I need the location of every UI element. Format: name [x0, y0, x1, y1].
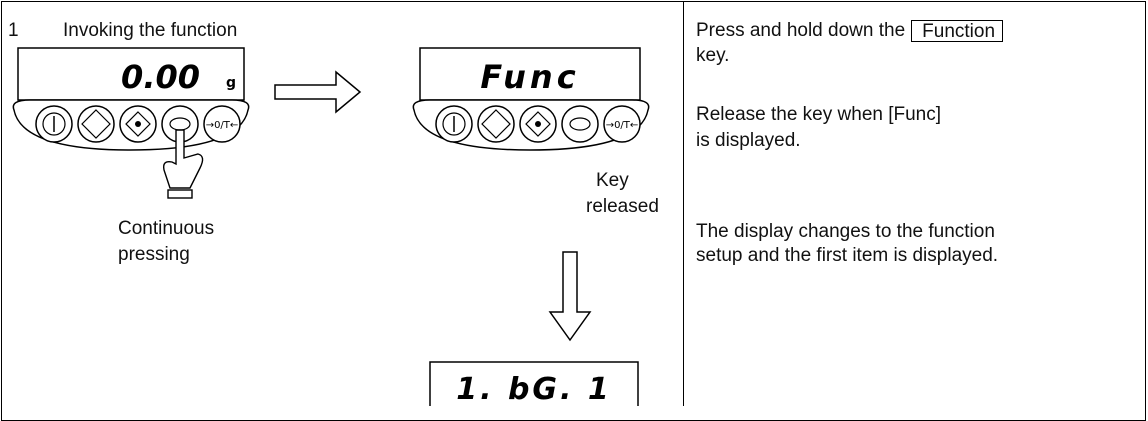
scale-display-3: 1. bG. 1 [429, 361, 639, 406]
diagram: 0.00 g [12, 47, 650, 406]
power-key-2[interactable] [435, 105, 473, 143]
instruction-release: Release the key when [Func] [696, 104, 942, 125]
instruction-press-hold: Press and hold down the [696, 20, 906, 41]
continuous-label: Continuous [118, 218, 215, 239]
right-arrow-icon [274, 70, 362, 114]
display-value-1: 0.00 [121, 58, 200, 96]
released-label: released [586, 196, 659, 217]
power-key-1[interactable] [35, 105, 73, 143]
svg-text:→0/T←: →0/T← [606, 120, 639, 131]
instruction-key-suffix: key. [696, 45, 730, 66]
key-label: Key [596, 170, 629, 191]
tare-key-2[interactable]: →0/T← [603, 105, 641, 143]
print-key-1[interactable] [119, 105, 157, 143]
instruction-displayed: is displayed. [696, 130, 801, 151]
display-value-3: 1. bG. 1 [456, 372, 612, 406]
display-value-2: Func [480, 58, 579, 96]
tare-key-1[interactable]: →0/T← [203, 105, 241, 143]
set-key-2[interactable] [477, 105, 515, 143]
keypad-2: →0/T← [412, 99, 650, 151]
down-arrow-icon [548, 251, 592, 342]
function-key-1[interactable] [161, 105, 199, 143]
step-number: 1 [8, 20, 19, 41]
function-key-2[interactable] [561, 105, 599, 143]
print-key-2[interactable] [519, 105, 557, 143]
keypad-1: →0/T← [12, 99, 250, 151]
pressing-label: pressing [118, 244, 190, 265]
column-divider [683, 1, 684, 406]
svg-text:→0/T←: →0/T← [206, 120, 239, 131]
instruction-first-item: setup and the first item is displayed. [696, 245, 999, 266]
instruction-display-changes: The display changes to the function [696, 221, 995, 242]
pointing-hand-icon [162, 129, 204, 199]
function-key-label: Function [911, 20, 1004, 42]
scale-display-1: 0.00 g [17, 47, 245, 101]
step-title: Invoking the function [63, 20, 238, 41]
set-key-1[interactable] [77, 105, 115, 143]
display-unit-1: g [226, 75, 236, 91]
scale-display-2: Func [419, 47, 641, 101]
